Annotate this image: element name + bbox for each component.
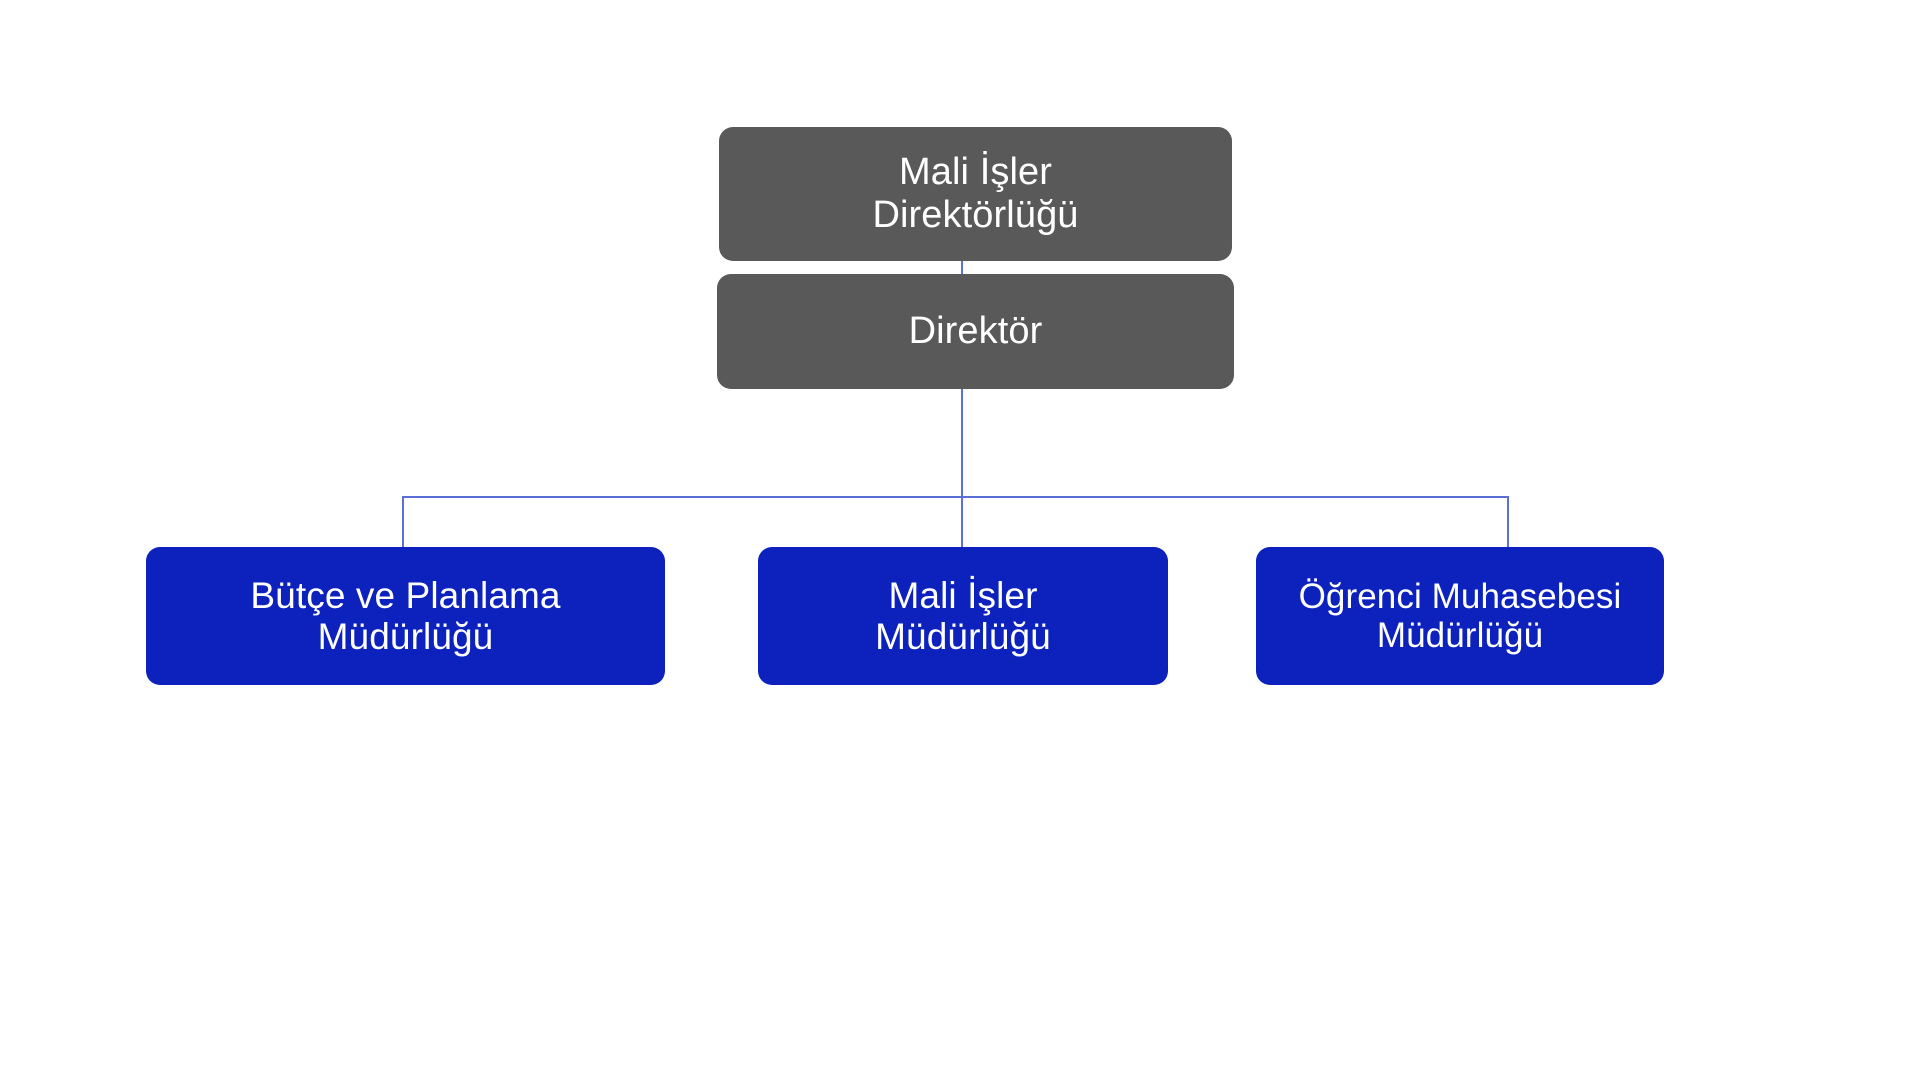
connector-drop-mali-isler-mudurlugu — [961, 496, 963, 548]
connector-drop-ogrenci-muhasebesi — [1507, 496, 1509, 548]
connector-horizontal-bus — [402, 496, 1509, 498]
org-node-label: Mali İşler Direktörlüğü — [872, 151, 1079, 236]
connector-drop-butce-ve-planlama — [402, 496, 404, 548]
connector-root-to-director — [961, 261, 963, 275]
org-node-mali-isler-direktorlugu[interactable]: Mali İşler Direktörlüğü — [719, 127, 1232, 261]
org-node-mali-isler-mudurlugu[interactable]: Mali İşler Müdürlüğü — [758, 547, 1168, 685]
org-node-label: Öğrenci Muhasebesi Müdürlüğü — [1298, 576, 1622, 655]
org-node-ogrenci-muhasebesi[interactable]: Öğrenci Muhasebesi Müdürlüğü — [1256, 547, 1664, 685]
org-node-label: Mali İşler Müdürlüğü — [875, 574, 1051, 657]
connector-director-trunk — [961, 389, 963, 498]
org-node-label: Direktör — [908, 310, 1043, 353]
org-node-butce-ve-planlama[interactable]: Bütçe ve Planlama Müdürlüğü — [146, 547, 665, 685]
org-node-direktor[interactable]: Direktör — [717, 274, 1234, 389]
org-node-label: Bütçe ve Planlama Müdürlüğü — [250, 574, 561, 657]
